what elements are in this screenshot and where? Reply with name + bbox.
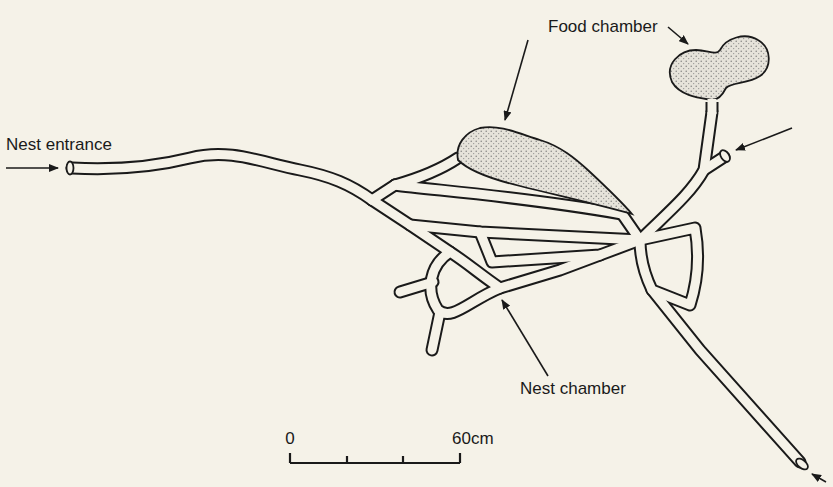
entrance-label: Nest entrance — [6, 136, 112, 155]
chamber-label: Nest chamber — [520, 380, 626, 399]
scale-value: 0 — [285, 430, 294, 449]
scale-value: 60cm — [452, 430, 494, 449]
chamber-label: Food chamber — [548, 18, 658, 37]
